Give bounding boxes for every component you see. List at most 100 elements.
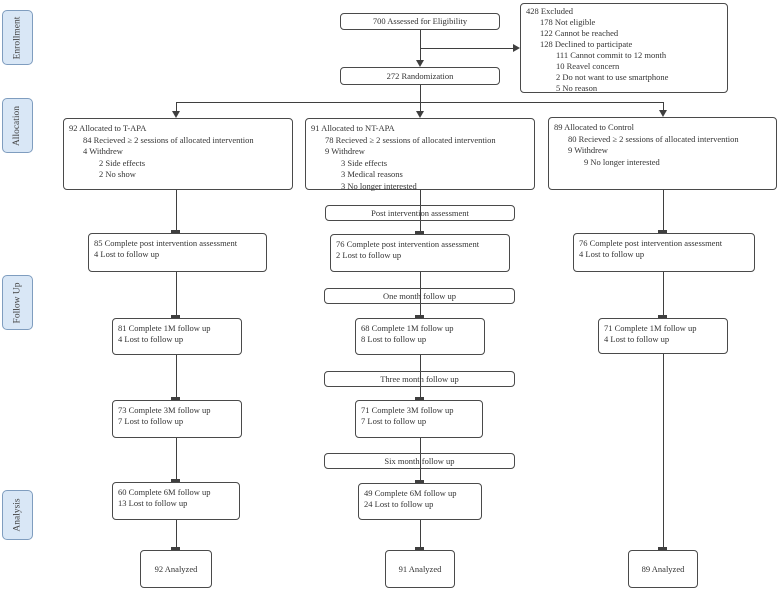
- cap-3m-t: [171, 397, 180, 400]
- box-line: 428 Excluded: [526, 6, 573, 16]
- connector-post-to-1m-nt: [419, 272, 421, 315]
- box-line: 3 Side effects: [341, 157, 388, 168]
- connector-3m-to-6m-nt: [419, 438, 421, 480]
- arrowhead-randomization: [416, 60, 424, 67]
- stage-analysis-label: Analysis: [12, 498, 23, 532]
- connector-alloc-to-post-c: [662, 190, 664, 230]
- box-line: 122 Cannot be reached: [540, 28, 619, 38]
- label-post-intervention-text: Post intervention assessment: [371, 207, 469, 218]
- box-line: 8 Lost to follow up: [361, 334, 427, 344]
- arrowhead-alloc-t-apa: [172, 111, 180, 118]
- box-line: 111 Cannot commit to 12 month: [556, 50, 667, 60]
- box-line: 2 Side effects: [99, 157, 146, 168]
- box-line: 91 Allocated to NT-APA: [311, 123, 395, 133]
- box-line: 80 Recieved ≥ 2 sessions of allocated in…: [568, 133, 739, 144]
- box-line: 71 Complete 1M follow up: [604, 323, 697, 333]
- label-six-month: Six month follow up: [324, 453, 515, 469]
- label-one-month: One month follow up: [324, 288, 515, 304]
- label-six-month-text: Six month follow up: [384, 455, 455, 466]
- box-line: 9 Withdrew: [568, 145, 608, 155]
- cap-1m-c: [658, 315, 667, 318]
- stage-enrollment-label: Enrollment: [12, 16, 23, 59]
- box-line: 5 No reason: [556, 83, 598, 93]
- connector-1m-to-3m-t: [175, 355, 177, 397]
- cap-analyzed-c: [658, 547, 667, 550]
- box-line: 76 Complete post intervention assessment: [336, 239, 480, 249]
- box-line: 89 Allocated to Control: [554, 122, 635, 132]
- label-three-month: Three month follow up: [324, 371, 515, 387]
- box-line: 4 Lost to follow up: [579, 249, 645, 259]
- box-post-control: 76 Complete post intervention assessment…: [573, 233, 755, 272]
- box-line: 13 Lost to follow up: [118, 498, 188, 508]
- box-analyzed-t-apa: 92 Analyzed: [140, 550, 212, 588]
- connector-alloc-to-post-nt: [419, 190, 421, 231]
- box-line: 128 Declined to participate: [540, 39, 633, 49]
- box-line: 92 Allocated to T-APA: [69, 123, 147, 133]
- box-line: 81 Complete 1M follow up: [118, 323, 211, 333]
- stage-allocation-label: Allocation: [12, 105, 23, 146]
- connector-to-excluded: [420, 47, 513, 49]
- box-line: 76 Complete post intervention assessment: [579, 238, 723, 248]
- box-line: 2 No show: [99, 169, 136, 179]
- box-line: 2 Lost to follow up: [336, 250, 402, 260]
- connector-1m-to-analysis-c: [662, 354, 664, 547]
- box-analyzed-control: 89 Analyzed: [628, 550, 698, 588]
- box-analyzed-t-apa-text: 92 Analyzed: [154, 563, 198, 574]
- stage-enrollment: Enrollment: [2, 10, 33, 65]
- box-line: 60 Complete 6M follow up: [118, 487, 211, 497]
- box-assessed: 700 Assessed for Eligibility: [340, 13, 500, 30]
- cap-3m-nt: [415, 397, 424, 400]
- box-randomization: 272 Randomization: [340, 67, 500, 85]
- box-analyzed-nt-apa-text: 91 Analyzed: [398, 563, 442, 574]
- label-post-intervention: Post intervention assessment: [325, 205, 515, 221]
- box-post-nt-apa: 76 Complete post intervention assessment…: [330, 234, 510, 272]
- cap-post-c: [658, 230, 667, 233]
- box-analyzed-control-text: 89 Analyzed: [641, 563, 685, 574]
- connector-assessed-to-randomization: [419, 30, 421, 60]
- box-line: 2 Do not want to use smartphone: [556, 72, 669, 82]
- cap-1m-t: [171, 315, 180, 318]
- stage-allocation: Allocation: [2, 98, 33, 153]
- box-line: 7 Lost to follow up: [118, 416, 184, 426]
- box-line: 4 Lost to follow up: [94, 249, 160, 259]
- connector-post-to-1m-t: [175, 272, 177, 315]
- box-line: 10 Reavel concern: [556, 61, 620, 71]
- box-line: 4 Withdrew: [83, 146, 123, 156]
- box-line: 4 Lost to follow up: [604, 334, 670, 344]
- cap-1m-nt: [415, 315, 424, 318]
- box-line: 4 Lost to follow up: [118, 334, 184, 344]
- cap-analyzed-nt: [415, 547, 424, 550]
- box-assessed-text: 700 Assessed for Eligibility: [372, 16, 468, 26]
- box-line: 71 Complete 3M follow up: [361, 405, 454, 415]
- box-line: 49 Complete 6M follow up: [364, 488, 457, 498]
- stage-follow-up-label: Follow Up: [12, 282, 23, 323]
- box-line: 7 Lost to follow up: [361, 416, 427, 426]
- box-post-t-apa: 85 Complete post intervention assessment…: [88, 233, 267, 272]
- label-one-month-text: One month follow up: [383, 290, 456, 301]
- connector-randomization-to-split: [419, 85, 421, 102]
- connector-post-to-1m-c: [662, 272, 664, 315]
- box-line: 3 Medical reasons: [341, 169, 403, 179]
- cap-post-nt: [415, 231, 424, 234]
- box-line: 84 Recieved ≥ 2 sessions of allocated in…: [83, 134, 254, 145]
- cap-6m-t: [171, 479, 180, 482]
- box-line: 178 Not eligible: [540, 17, 596, 27]
- connector-split-to-control: [662, 102, 664, 110]
- box-line: 9 No longer interested: [584, 156, 660, 167]
- cap-post-t: [171, 230, 180, 233]
- arrowhead-alloc-nt-apa: [416, 111, 424, 118]
- connector-split-to-t-apa: [175, 102, 177, 111]
- box-analyzed-nt-apa: 91 Analyzed: [385, 550, 455, 588]
- box-line: 3 No longer interested: [341, 180, 417, 191]
- cap-6m-nt: [415, 480, 424, 483]
- cap-analyzed-t: [171, 547, 180, 550]
- connector-split-to-nt-apa: [419, 102, 421, 111]
